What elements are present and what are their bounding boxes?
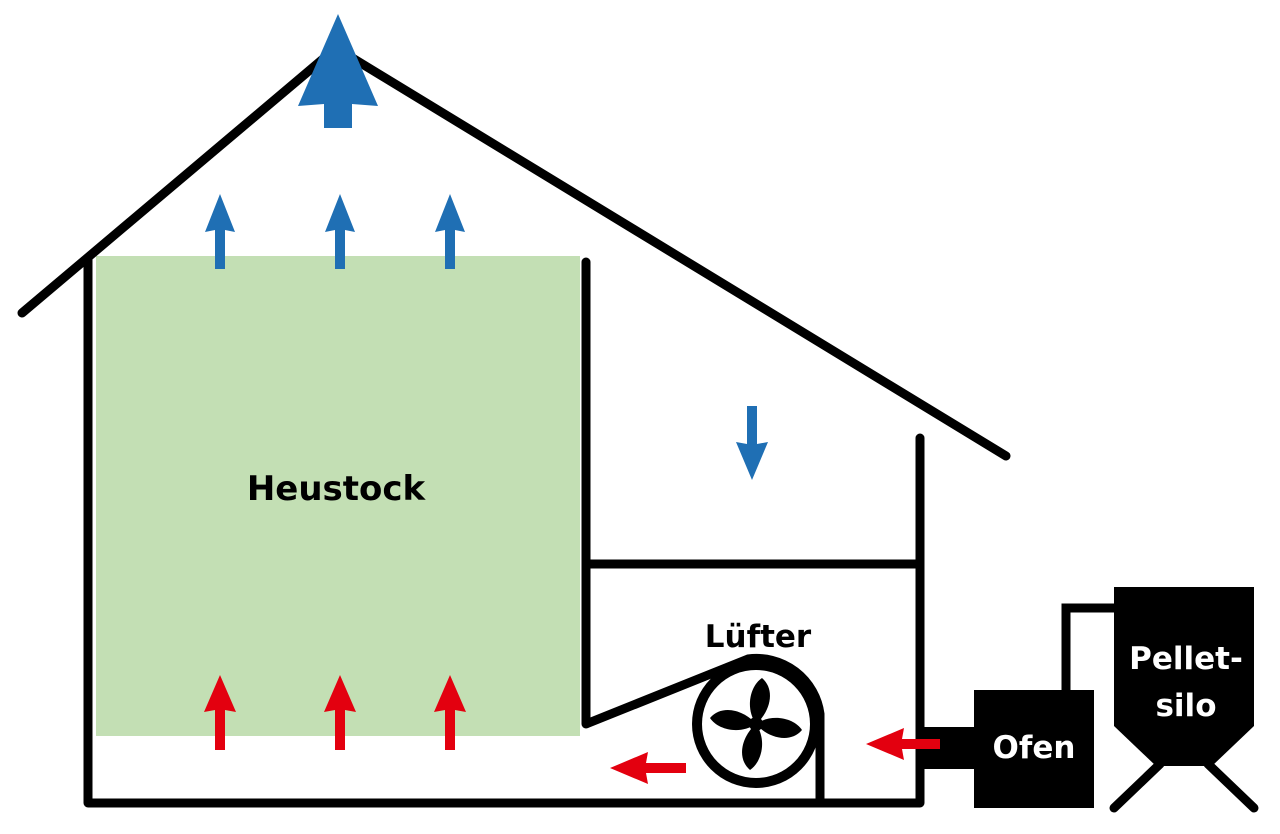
stove-box (974, 690, 1094, 808)
hay-stack-label: Heustock (247, 469, 427, 509)
barn-walls (83, 253, 925, 808)
exhaust-arrow-big (298, 14, 378, 128)
warm-air-arrow-up-2 (324, 675, 356, 750)
pellet-silo-label-line1: Pellet- (1129, 641, 1243, 677)
warm-air-arrow-up-1 (204, 675, 236, 750)
warm-air-arrows (204, 675, 940, 784)
exhaust-arrows (205, 14, 768, 480)
fan-icon (692, 660, 820, 788)
exhaust-arrow-3 (435, 194, 465, 269)
warm-air-arrow-up-3 (434, 675, 466, 750)
exhaust-arrow-2 (325, 194, 355, 269)
warm-air-arrow-left-stove (866, 728, 940, 760)
hay-stack-area (96, 256, 580, 736)
pellet-silo (1109, 587, 1259, 813)
warm-air-arrow-left-floor (610, 752, 686, 784)
fan-label: Lüfter (705, 619, 812, 655)
pellet-silo-label-line2: silo (1155, 688, 1216, 724)
pellet-feed-pipe (1061, 603, 1118, 690)
intake-arrow-down (736, 406, 768, 480)
stove-label: Ofen (993, 730, 1076, 766)
exhaust-arrow-1 (205, 194, 235, 269)
air-duct (584, 653, 825, 803)
